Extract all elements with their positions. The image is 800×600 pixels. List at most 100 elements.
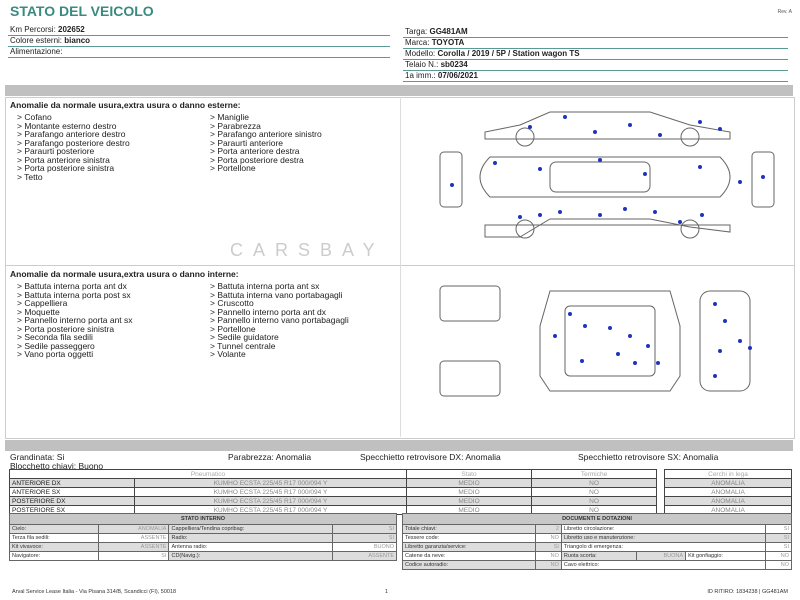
table-cell: NO (534, 533, 562, 543)
table-cell: NO (534, 551, 562, 561)
list-item: > Vano porta oggetti (17, 349, 94, 359)
footer-id: ID RITIRO: 1834238 | GG481AM (707, 589, 788, 595)
position: POSTERIORE DX (9, 496, 135, 506)
list-item: > Portellone (210, 163, 256, 173)
table-cell: SI (331, 524, 398, 534)
table-cell: sb0234 (440, 60, 468, 69)
rim-state: ANOMALIA (664, 496, 792, 506)
list-item: > Porta posteriore destra (210, 154, 304, 165)
tyre: KUMHO ECSTA 225/45 R17 000/094 Y (134, 496, 407, 506)
tyre: KUMHO ECSTA 225/45 R17 000/094 Y (134, 487, 407, 497)
table-cell: Kit gonfiaggio: (685, 551, 766, 561)
list-item: > Parafango anteriore destro (17, 129, 126, 139)
list-item: > Cappelliera (17, 298, 68, 308)
divider-bar (5, 440, 793, 451)
list-item: > Battuta interna porta post sx (17, 289, 131, 300)
table-cell: BUONO (331, 542, 398, 552)
mirror-sx-status: Specchietto retrovisore SX: Anomalia (578, 452, 719, 462)
fuel-field: Alimentazione: (8, 47, 390, 58)
rims-table: Cerchi in lega ANOMALIA ANOMALIA ANOMALI… (664, 469, 792, 515)
list-item: > Maniglie (210, 112, 249, 122)
table-cell: Targa: (405, 27, 428, 36)
external-title: Anomalie da normale usura,extra usura o … (10, 100, 241, 110)
table-cell: GG481AM (429, 27, 468, 36)
divider (400, 97, 401, 437)
list-item: > Pannello interno porta ant dx (210, 306, 327, 317)
watermark: CARSBAY (230, 240, 385, 260)
winter: NO (531, 496, 657, 506)
position: ANTERIORE SX (9, 487, 135, 497)
position: ANTERIORE DX (9, 478, 135, 488)
list-item: > Battuta interna porta ant dx (17, 281, 127, 291)
plate-field: Targa: GG481AM (403, 27, 788, 38)
tyre: KUMHO ECSTA 225/45 R17 000/094 Y (134, 478, 407, 488)
table-cell: Corolla / 2019 / 5P / Station wagon TS (437, 49, 580, 58)
page-number: 1 (385, 589, 389, 595)
state: MEDIO (406, 496, 532, 506)
internal-list-2: > Battuta interna porta ant sx> Battuta … (210, 282, 390, 359)
table-cell: SI (764, 524, 793, 534)
table-cell: Catene da neve: (402, 551, 536, 561)
table-cell: Cielo: (8, 524, 100, 534)
winter: NO (531, 487, 657, 497)
list-item: > Parafango posteriore destro (17, 137, 130, 148)
table-cell: Radio: (168, 533, 333, 543)
internal-list-1: > Battuta interna porta ant dx> Battuta … (17, 282, 207, 359)
column-header: Termiche (531, 469, 657, 479)
list-item: > Porta posteriore sinistra (17, 163, 115, 173)
table-cell: Totale chiavi: (402, 524, 536, 534)
table-cell: 1a imm.: (405, 71, 436, 80)
list-item: > Seconda fila sedili (17, 332, 93, 342)
table-cell: 202652 (58, 25, 85, 34)
table-cell: SI (98, 551, 170, 561)
footer-address: Arval Service Lease Italia - Via Pisana … (12, 589, 177, 595)
list-item: > Pannello interno vano portabagagli (210, 315, 349, 325)
table-cell: Modello: (405, 49, 436, 58)
list-item: > Parafango anteriore sinistro (210, 129, 322, 139)
list-item: > Sedile guidatore (210, 332, 279, 342)
table-cell: NO (764, 551, 793, 561)
external-list-1: > Cofano> Montante esterno destro> Paraf… (17, 113, 207, 181)
table-cell: CD(Navig.): (168, 551, 333, 561)
table-cell: Libretto garanzia/service: (402, 542, 536, 552)
table-cell: Tessere code: (402, 533, 536, 543)
table-cell: 2 (534, 524, 562, 534)
winter: NO (531, 478, 657, 488)
table-cell: TOYOTA (431, 38, 465, 47)
table-cell: Marca: (405, 38, 430, 47)
list-item: > Porta posteriore sinistra (17, 323, 115, 334)
list-item: > Pannello interno porta ant sx (17, 315, 133, 325)
windscreen-status: Parabrezza: Anomalia (228, 452, 312, 462)
list-item: > Tunnel centrale (210, 340, 276, 351)
state: MEDIO (406, 478, 532, 488)
table-cell: 07/06/2021 (437, 71, 478, 80)
interior-car-diagram (439, 285, 752, 397)
table-cell: Triangolo di emergenza: (560, 542, 766, 552)
table-cell: SI (764, 533, 793, 543)
column-header: Cerchi in lega (664, 469, 792, 479)
list-item: > Porta anteriore sinistra (17, 154, 110, 165)
table-cell: SI (534, 542, 562, 552)
table-cell: Libretto uso e manutenzione: (560, 533, 766, 543)
internal-title: Anomalie da normale usura,extra usura o … (10, 269, 239, 279)
list-item: > Battuta interna porta ant sx (210, 281, 320, 291)
table-cell: ANOMALIA (98, 524, 170, 534)
rim-state: ANOMALIA (664, 487, 792, 497)
table-cell: ASSENTE (331, 551, 398, 561)
revision: Rev. A (777, 9, 792, 15)
table-cell: Colore esterni: (10, 36, 63, 45)
table-cell: bianco (64, 36, 91, 45)
table-cell: ASSENTE (98, 542, 170, 552)
list-item: > Portellone (210, 323, 256, 334)
table-cell: ASSENTE (98, 533, 170, 543)
section-title: STATO INTERNO (9, 513, 397, 525)
table-cell: Telaio N.: (405, 60, 439, 69)
table-cell: Antenna radio: (168, 542, 333, 552)
